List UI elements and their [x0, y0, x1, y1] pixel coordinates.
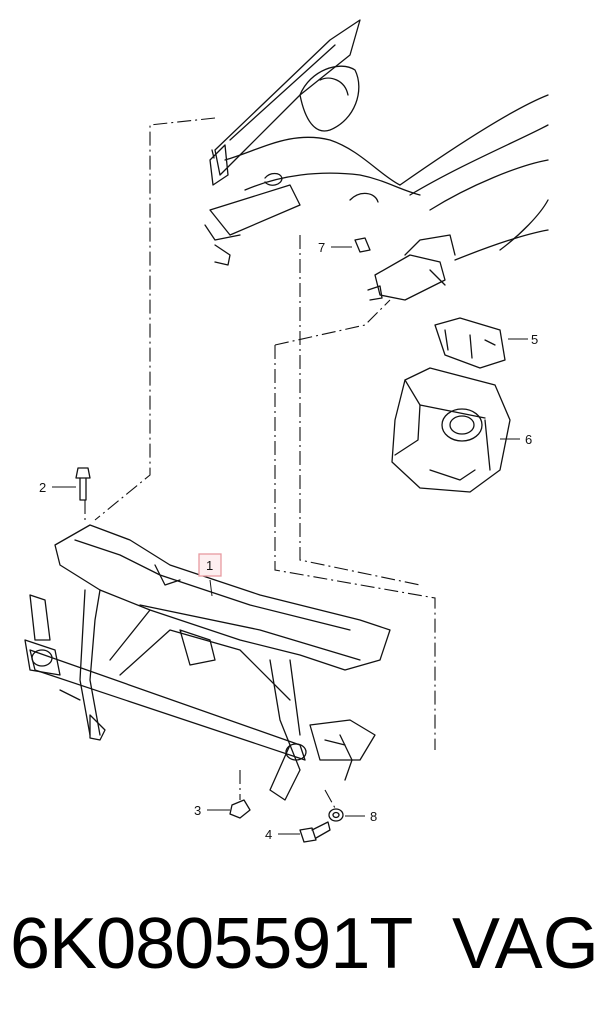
part-8-washer	[328, 808, 344, 822]
part-6-air-guide	[391, 367, 511, 493]
part-2-bolt	[75, 467, 91, 501]
callout-label-1[interactable]: 1	[206, 558, 213, 573]
callout-label-8[interactable]: 8	[370, 809, 377, 824]
part-4-bolt	[299, 821, 331, 843]
callout-label-3[interactable]: 3	[194, 803, 201, 818]
parts-diagram: 1 2 3 4 5 6 7 8	[24, 19, 549, 843]
assembly-guide-lines	[84, 117, 436, 809]
part-1-front-carrier	[24, 524, 391, 801]
part-footer: 6K0805591T VAG	[0, 895, 600, 1015]
part-3-nut	[229, 799, 251, 819]
body-structure-upper	[204, 19, 549, 266]
headlight-bracket	[354, 234, 456, 301]
brand-label: VAG	[452, 904, 599, 984]
callout-label-2[interactable]: 2	[39, 480, 46, 495]
callout-label-5[interactable]: 5	[531, 332, 538, 347]
callout-label-4[interactable]: 4	[265, 827, 272, 842]
part-number: 6K0805591T	[10, 904, 413, 984]
callout-leaders	[52, 246, 528, 835]
callout-1-highlight	[198, 553, 222, 577]
callout-label-6[interactable]: 6	[525, 432, 532, 447]
part-5-cover	[434, 317, 506, 369]
callout-label-7[interactable]: 7	[318, 240, 325, 255]
